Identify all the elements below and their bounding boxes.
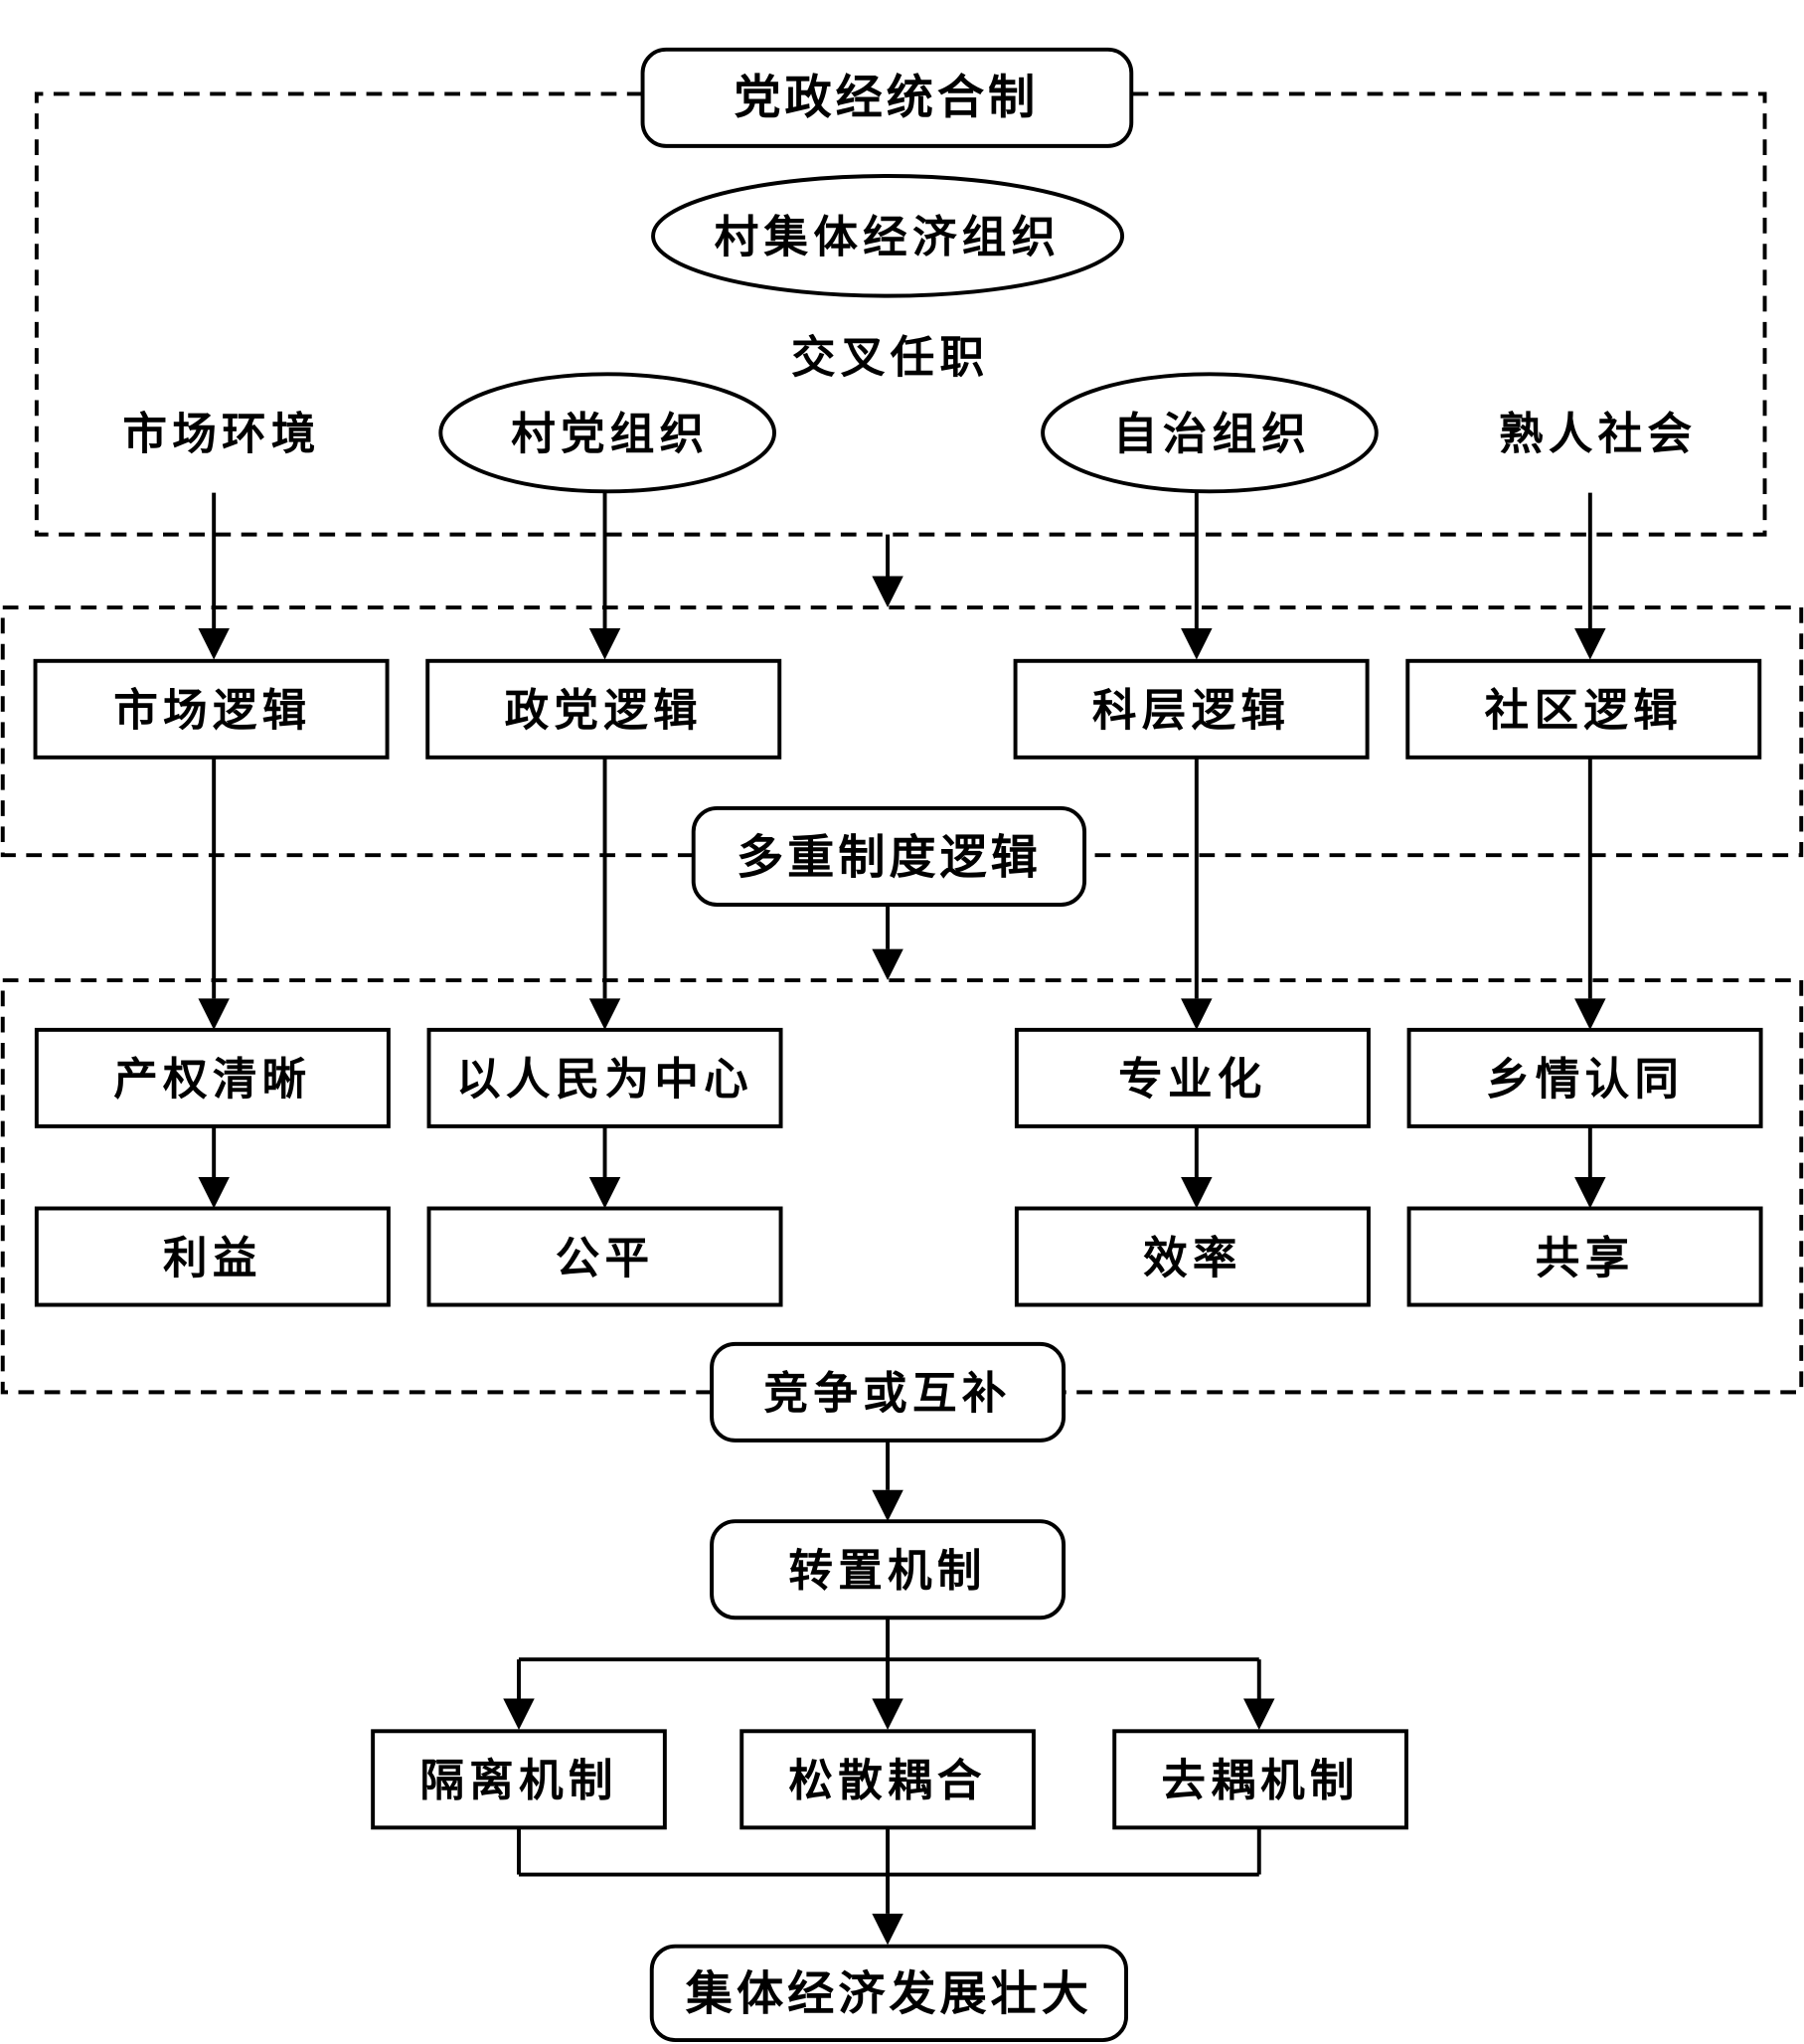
value-interest-node: 利益 (34, 1206, 391, 1307)
section-logic-frame (0, 605, 1804, 858)
value-efficiency-node: 效率 (1014, 1206, 1371, 1307)
principle-identity-label: 乡情认同 (1486, 1054, 1684, 1106)
value-fairness-node: 公平 (426, 1206, 783, 1307)
transposition-node: 转置机制 (710, 1519, 1066, 1620)
cross-appointment-label: 交叉任职 (791, 331, 989, 383)
principle-identity-node: 乡情认同 (1406, 1027, 1763, 1128)
outcome-node: 集体经济发展壮大 (649, 1944, 1128, 2043)
logic-community-label: 社区逻辑 (1485, 685, 1683, 737)
principle-professional-node: 专业化 (1014, 1027, 1371, 1128)
source-party-org-node: 村党组织 (438, 372, 776, 494)
mechanism-decoupling-node: 去耦机制 (1112, 1729, 1408, 1830)
logic-market-node: 市场逻辑 (33, 658, 390, 760)
value-fairness-label: 公平 (556, 1232, 655, 1283)
source-market-environment: 市场环境 (122, 409, 320, 460)
mechanism-loose-coupling-label: 松散耦合 (788, 1755, 986, 1806)
center-arrow-2 (872, 904, 903, 981)
multi-logic-label: 多重制度逻辑 (737, 830, 1042, 885)
top-box-node: 党政经统合制 (640, 47, 1134, 148)
logic-market-label: 市场逻辑 (113, 685, 311, 737)
principle-property-label: 产权清晰 (113, 1054, 311, 1106)
mechanism-isolation-node: 隔离机制 (371, 1729, 667, 1830)
section-institution-frame (34, 91, 1767, 537)
collective-org-label: 村集体经济组织 (715, 212, 1062, 263)
collective-org-node: 村集体经济组织 (651, 174, 1125, 298)
principle-people-node: 以人民为中心 (426, 1027, 783, 1128)
mechanism-isolation-label: 隔离机制 (419, 1755, 617, 1806)
relation-node: 竞争或互补 (710, 1341, 1066, 1443)
logic-party-node: 政党逻辑 (425, 658, 782, 760)
logic-community-node: 社区逻辑 (1405, 658, 1762, 760)
principle-people-label: 以人民为中心 (456, 1054, 753, 1106)
logic-bureaucracy-node: 科层逻辑 (1013, 658, 1370, 760)
center-arrow-1 (872, 534, 903, 608)
value-sharing-label: 共享 (1536, 1232, 1635, 1283)
principle-arrows (198, 1125, 1606, 1209)
outcome-merge-arrow (517, 1827, 1261, 1946)
source-party-org-label: 村党组织 (511, 409, 709, 460)
relation-arrow (872, 1440, 903, 1522)
source-acquaintance-society: 熟人社会 (1499, 409, 1697, 460)
mechanism-loose-coupling-node: 松散耦合 (739, 1729, 1036, 1830)
source-autonomy-org-node: 自治组织 (1041, 372, 1379, 494)
source-autonomy-org-label: 自治组织 (1113, 409, 1311, 460)
relation-label: 竞争或互补 (764, 1368, 1012, 1420)
section-principle-frame (0, 978, 1804, 1395)
mechanism-branch-arrows (503, 1618, 1275, 1730)
mechanism-decoupling-label: 去耦机制 (1161, 1755, 1359, 1806)
value-efficiency-label: 效率 (1143, 1232, 1242, 1283)
principle-property-node: 产权清晰 (34, 1027, 391, 1128)
value-interest-label: 利益 (163, 1232, 262, 1283)
multi-logic-node: 多重制度逻辑 (691, 805, 1087, 907)
logic-party-label: 政党逻辑 (505, 685, 703, 737)
top-box-label: 党政经统合制 (734, 71, 1039, 125)
value-sharing-node: 共享 (1406, 1206, 1763, 1307)
logic-arrows (198, 757, 1606, 1030)
logic-bureaucracy-label: 科层逻辑 (1092, 685, 1290, 737)
transposition-label: 转置机制 (788, 1545, 986, 1597)
outcome-label: 集体经济发展壮大 (685, 1967, 1092, 2022)
principle-professional-label: 专业化 (1118, 1054, 1266, 1106)
